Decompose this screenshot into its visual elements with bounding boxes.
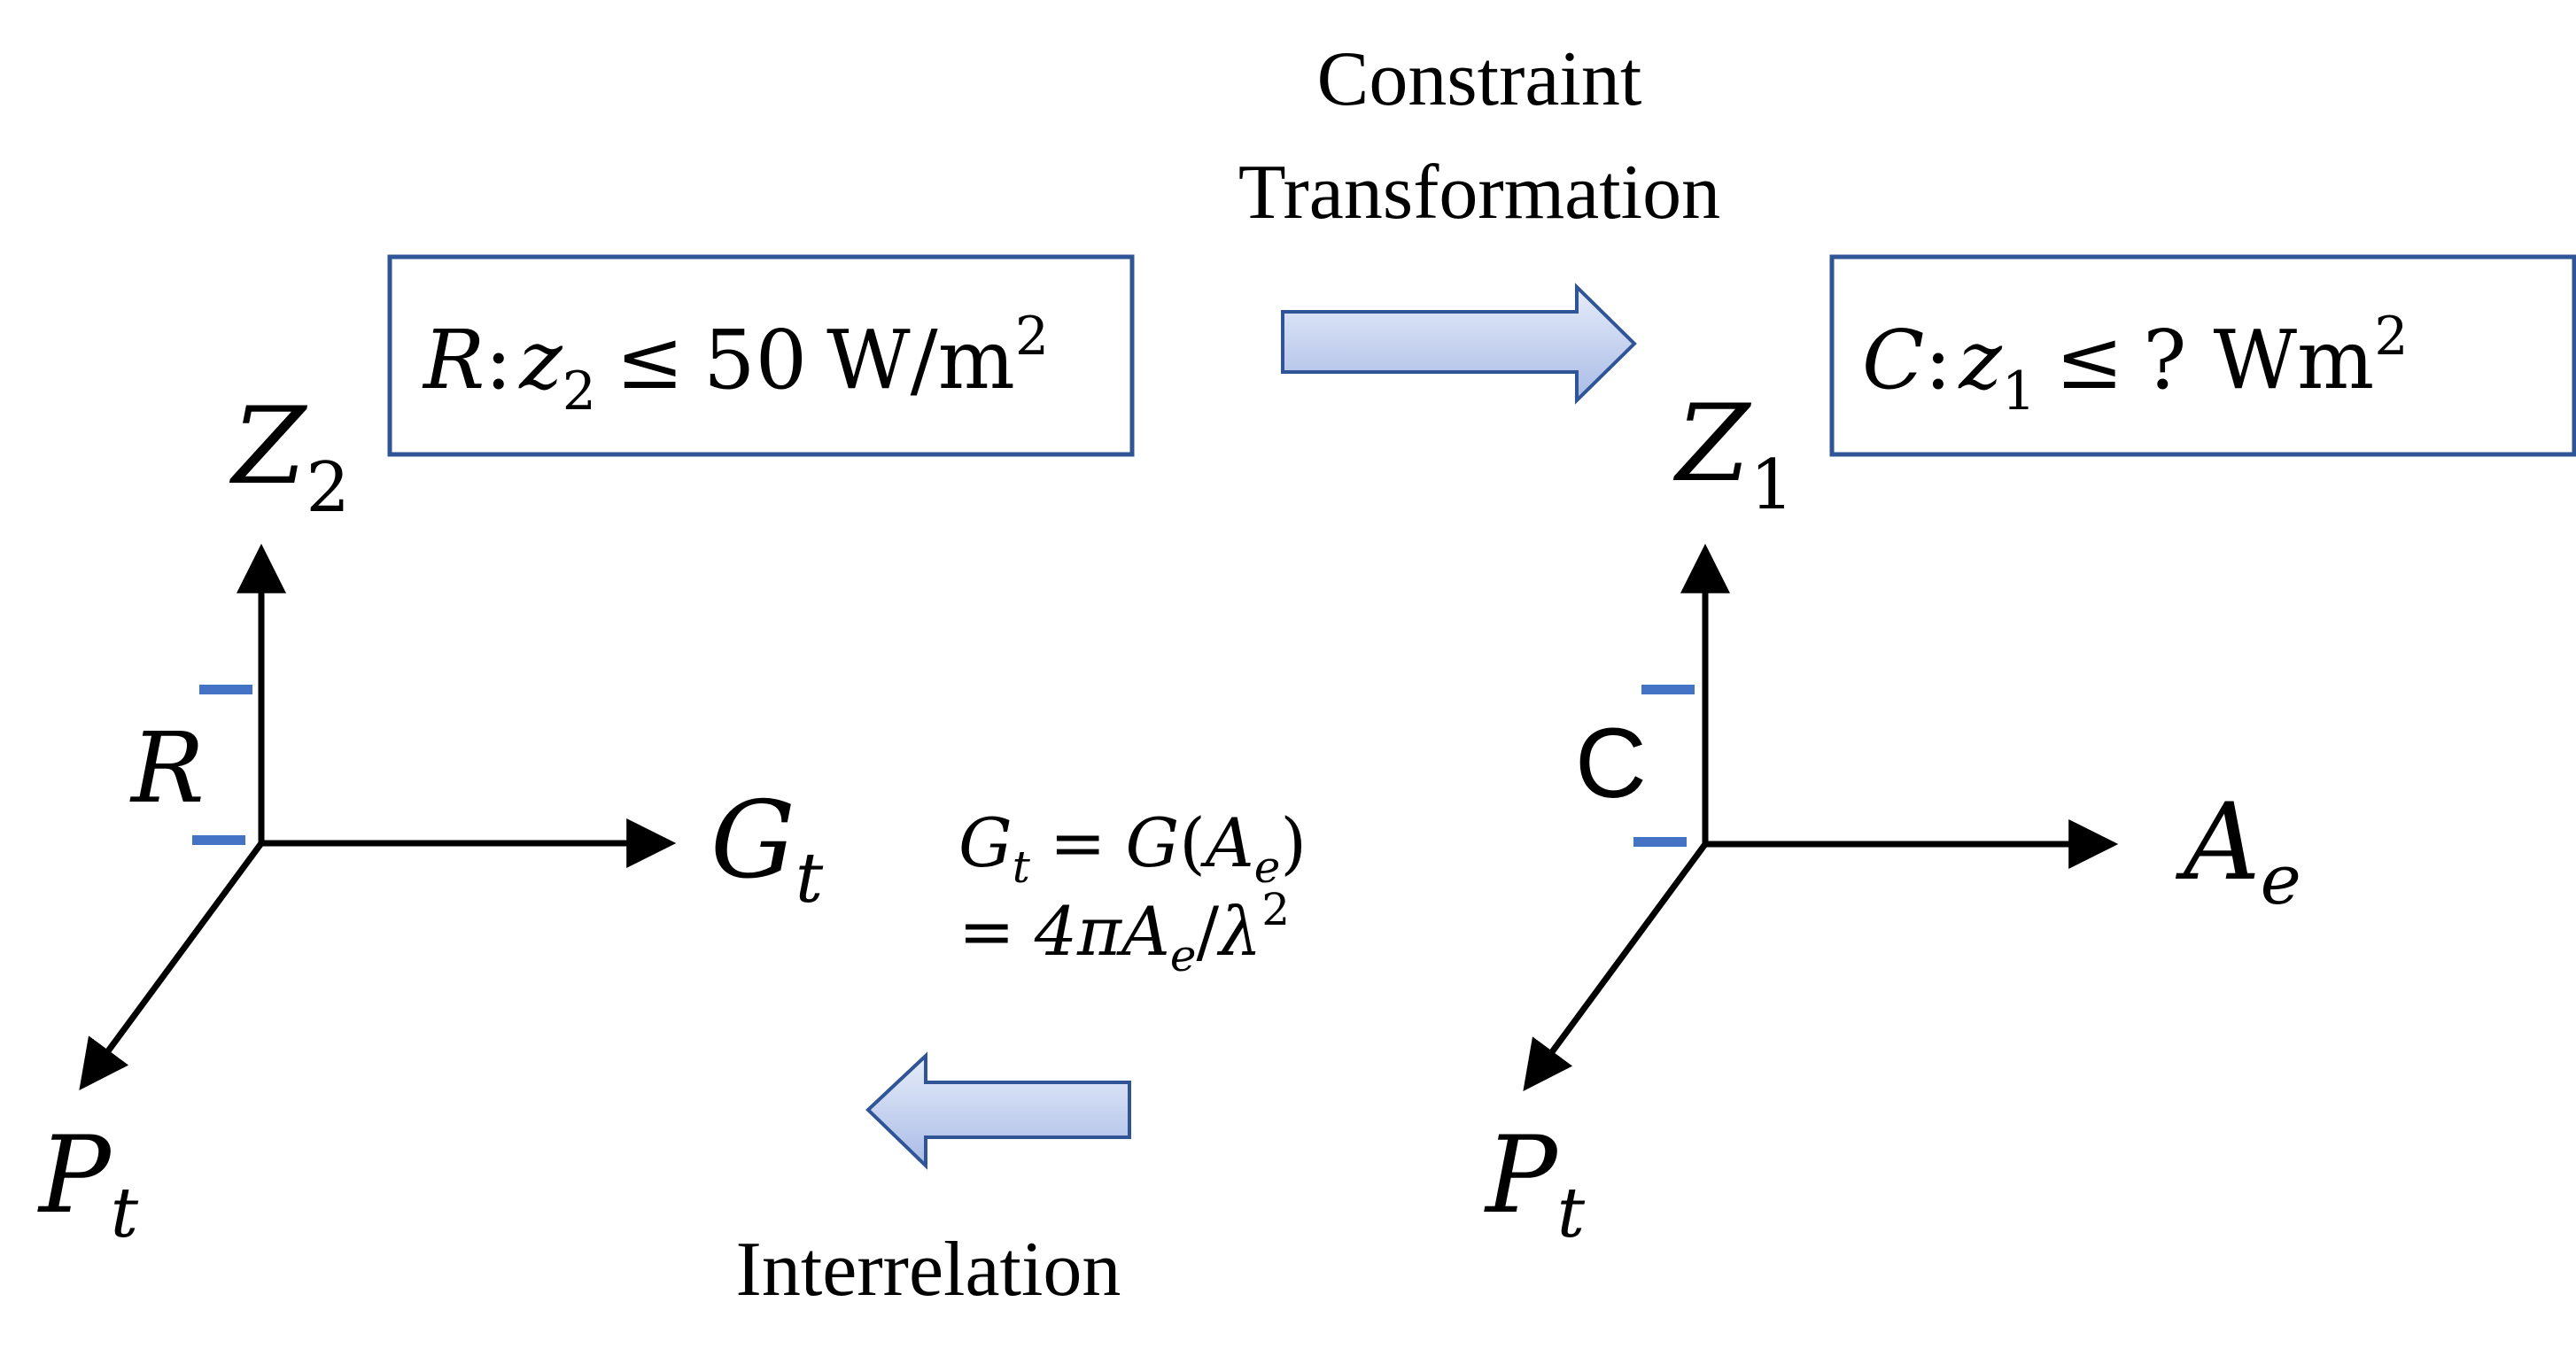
formula-line-2: =4πAe/λ2 [958,884,1290,981]
gain-area-formula: Gt=G(Ae) =4πAe/λ2 [958,803,1307,981]
right-p-axis [1523,841,1708,1092]
left-lower-bound-tick [192,835,245,845]
right-x-label: Ae [2175,781,2301,920]
interrelation-arrow [865,1051,1131,1170]
right-box-formula: C:z1≤?Wm2 [1862,306,2409,422]
left-z-label: Z2 [229,385,350,528]
left-upper-bound-tick [199,685,252,694]
right-p-label: Pt [1484,1114,1586,1253]
right-axes: Z1 Ae Pt C [1484,383,2301,1253]
left-x-label: Gt [710,779,824,919]
right-range-label: C [1575,708,1647,818]
right-z-label: Z1 [1672,383,1794,525]
left-axes: Z2 Gt Pt R [37,385,824,1253]
right-constraint-box: C:z1≤?Wm2 [1829,254,2576,457]
interrelation-label: Interrelation [736,1227,1121,1313]
right-lower-bound-tick [1633,837,1687,847]
left-p-axis [79,841,264,1091]
left-range-label: R [129,711,205,825]
left-p-label: Pt [37,1114,139,1253]
transformation-arrow [1281,283,1637,405]
right-box-frame [1829,254,2576,457]
right-upper-bound-tick [1641,685,1695,694]
header-line-1: Constraint [1317,36,1642,122]
left-box-frame [387,254,1135,457]
constraint-transformation-label: Constraint Transformation [1238,36,1720,236]
formula-line-1: Gt=G(Ae) [958,803,1307,893]
header-line-2: Transformation [1238,150,1720,236]
